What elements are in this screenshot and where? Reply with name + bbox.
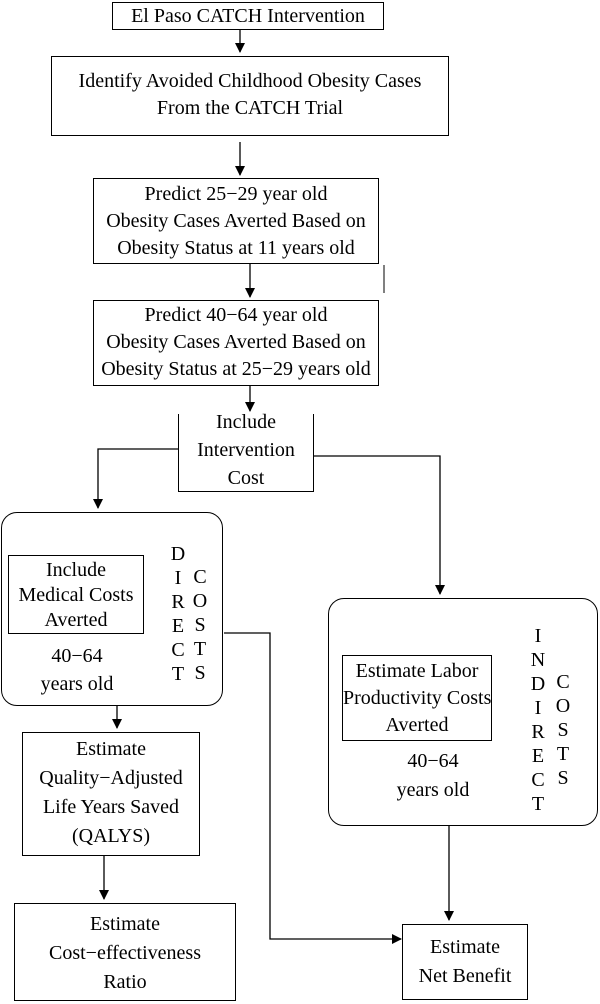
costs-letter: S: [557, 719, 569, 741]
costs-letter: O: [192, 590, 208, 612]
costs-letter: C: [193, 566, 207, 588]
direct-medical-costs-box: Include Medical Costs Averted: [8, 555, 144, 634]
predict25-line-1: Predict 25−29 year old: [144, 183, 328, 205]
direct-inner-line-1: Include: [46, 559, 106, 581]
qalys-line-1: Estimate: [76, 738, 146, 760]
indirect-age-line-2: years old: [396, 779, 470, 801]
intervention-line-2: Intervention: [197, 439, 295, 461]
direct-letter: C: [171, 639, 185, 661]
direct-letter: R: [171, 591, 185, 613]
indirect-age-line-1: 40−64: [407, 750, 459, 772]
predict40-line-1: Predict 40−64 year old: [144, 304, 328, 326]
costs-letter: S: [557, 767, 569, 789]
cer-line-1: Estimate: [90, 913, 160, 935]
predict40-line-2: Obesity Cases Averted Based on: [106, 331, 366, 353]
costs-letter: S: [194, 614, 206, 636]
identify-node: Identify Avoided Childhood Obesity Cases…: [51, 56, 449, 136]
indirect-letter: N: [530, 649, 546, 671]
indirect-labor-costs-box: Estimate Labor Productivity Costs Averte…: [342, 655, 492, 741]
predict25-line-2: Obesity Cases Averted Based on: [106, 210, 366, 232]
indirect-age-label: 40−64 years old: [378, 747, 488, 805]
indirect-inner-line-2: Productivity Costs: [343, 687, 492, 709]
predict25-line-3: Obesity Status at 11 years old: [117, 237, 355, 259]
intervention-line-1: Include: [216, 411, 276, 433]
net-benefit-node: Estimate Net Benefit: [402, 924, 528, 1000]
indirect-inner-line-3: Averted: [385, 714, 449, 736]
start-label: El Paso CATCH Intervention: [131, 5, 365, 27]
direct-vertical-word: D I R E C T: [168, 542, 188, 686]
intervention-cost-node: Include Intervention Cost: [178, 411, 314, 492]
identify-line-1: Identify Avoided Childhood Obesity Cases: [78, 70, 422, 92]
indirect-letter: I: [534, 625, 542, 647]
cer-line-2: Cost−effectiveness: [49, 942, 201, 964]
identify-line-2: From the CATCH Trial: [156, 97, 344, 119]
direct-letter: E: [171, 615, 185, 637]
direct-age-label: 40−64 years old: [20, 642, 134, 698]
indirect-letter: D: [530, 673, 546, 695]
direct-inner-line-2: Medical Costs: [18, 584, 134, 606]
arrow-intervention-to-direct: [93, 448, 178, 509]
direct-letter: D: [170, 543, 186, 565]
intervention-line-3: Cost: [227, 467, 265, 489]
costs-letter: O: [555, 695, 571, 717]
costs-letter: S: [194, 662, 206, 684]
predict-40-64-node: Predict 40−64 year old Obesity Cases Ave…: [93, 300, 379, 386]
indirect-inner-line-1: Estimate Labor: [355, 660, 479, 682]
indirect-letter: T: [531, 793, 545, 815]
net-benefit-line-1: Estimate: [430, 936, 500, 958]
predict-25-29-node: Predict 25−29 year old Obesity Cases Ave…: [93, 178, 379, 264]
direct-age-line-1: 40−64: [51, 645, 103, 667]
predict40-line-3: Obesity Status at 25−29 years old: [101, 358, 371, 380]
direct-letter: T: [171, 663, 185, 685]
cer-line-3: Ratio: [103, 971, 147, 993]
direct-age-line-2: years old: [40, 673, 114, 695]
indirect-vertical-word: I N D I R E C T: [528, 624, 548, 816]
costs-letter: T: [193, 638, 207, 660]
indirect-letter: I: [534, 697, 542, 719]
cost-effectiveness-node: Estimate Cost−effectiveness Ratio: [14, 903, 236, 1001]
costs-letter: T: [556, 743, 570, 765]
direct-costs-vertical-word: C O S T S: [190, 565, 210, 685]
qalys-line-2: Quality−Adjusted: [39, 767, 183, 789]
indirect-costs-vertical-word: C O S T S: [553, 670, 573, 790]
direct-letter: I: [174, 567, 182, 589]
costs-letter: C: [556, 671, 570, 693]
qalys-line-4: (QALYS): [72, 825, 150, 847]
qalys-line-3: Life Years Saved: [42, 796, 180, 818]
indirect-letter: C: [531, 769, 545, 791]
arrow-intervention-to-indirect: [314, 455, 445, 595]
indirect-letter: R: [531, 721, 545, 743]
start-node: El Paso CATCH Intervention: [112, 2, 384, 30]
indirect-letter: E: [531, 745, 545, 767]
qalys-node: Estimate Quality−Adjusted Life Years Sav…: [22, 732, 200, 856]
direct-inner-line-3: Averted: [44, 609, 108, 631]
net-benefit-line-2: Net Benefit: [418, 965, 512, 987]
arrow-direct-to-netbenefit: [224, 632, 402, 944]
